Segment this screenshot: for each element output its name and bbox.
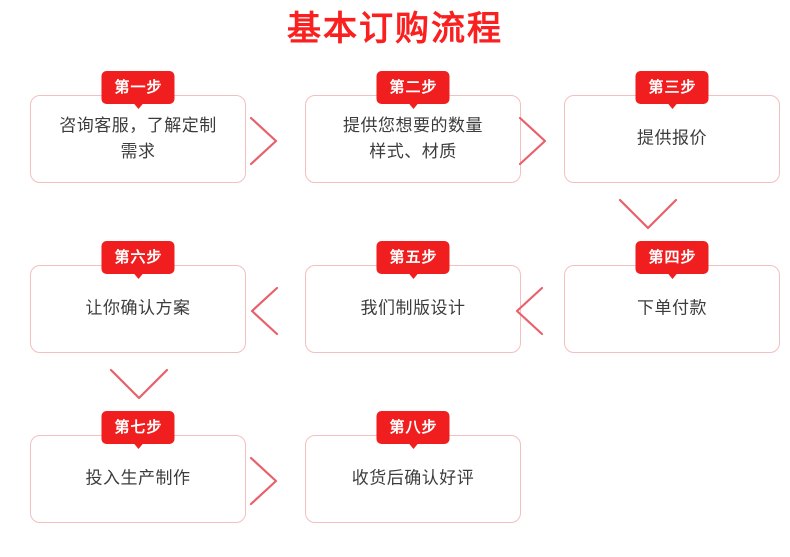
step-text-1: 咨询客服，了解定制 需求 (39, 113, 237, 165)
step-box-5: 第五步 我们制版设计 (305, 241, 521, 353)
arrow-step4-to-step5-icon (513, 285, 545, 337)
step-badge-2: 第二步 (376, 71, 450, 109)
step-text-5: 我们制版设计 (314, 297, 512, 322)
step-text-2-line2: 样式、材质 (369, 142, 457, 162)
step-box-8: 第八步 收货后确认好评 (305, 411, 521, 523)
step-text-2: 提供您想要的数量 样式、材质 (314, 113, 512, 165)
step-text-6: 让你确认方案 (39, 297, 237, 322)
arrow-step1-to-step2-icon (248, 115, 280, 167)
arrow-step2-to-step3-icon (517, 115, 549, 167)
step-text-3-line1: 提供报价 (637, 128, 707, 149)
step-text-6-line1: 让你确认方案 (85, 298, 191, 319)
arrow-step5-to-step6-icon (248, 285, 280, 337)
step-text-1-line1: 咨询客服，了解定制 (59, 116, 217, 136)
step-box-7: 第七步 投入生产制作 (30, 411, 246, 523)
step-badge-7: 第七步 (101, 411, 175, 449)
step-box-6: 第六步 让你确认方案 (30, 241, 246, 353)
step-text-7-line1: 投入生产制作 (85, 468, 191, 489)
step-badge-1: 第一步 (101, 71, 175, 109)
step-text-3: 提供报价 (573, 127, 771, 152)
arrow-step7-to-step8-icon (248, 455, 280, 507)
step-badge-5: 第五步 (376, 241, 450, 279)
step-box-1: 第一步 咨询客服，了解定制 需求 (30, 71, 246, 183)
step-text-5-line1: 我们制版设计 (360, 298, 466, 319)
step-text-8-line1: 收货后确认好评 (351, 468, 475, 489)
step-text-4: 下单付款 (573, 297, 771, 322)
step-text-4-line1: 下单付款 (637, 298, 707, 319)
step-text-1-line2: 需求 (120, 142, 156, 162)
step-badge-6: 第六步 (101, 241, 175, 279)
step-badge-8: 第八步 (376, 411, 450, 449)
arrow-step6-to-step7-icon (108, 367, 170, 403)
step-text-8: 收货后确认好评 (314, 467, 512, 492)
step-text-2-line1: 提供您想要的数量 (343, 116, 483, 136)
arrow-step3-to-step4-icon (617, 197, 679, 233)
step-box-4: 第四步 下单付款 (564, 241, 780, 353)
step-text-7: 投入生产制作 (39, 467, 237, 492)
step-box-3: 第三步 提供报价 (564, 71, 780, 183)
page-title: 基本订购流程 (287, 9, 503, 49)
step-box-2: 第二步 提供您想要的数量 样式、材质 (305, 71, 521, 183)
step-badge-3: 第三步 (635, 71, 709, 109)
step-badge-4: 第四步 (635, 241, 709, 279)
